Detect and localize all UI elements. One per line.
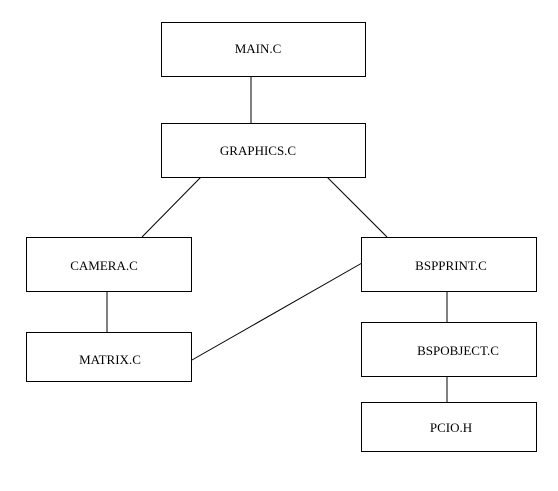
node-bspprint-label: BSPPRINT.C <box>415 258 487 273</box>
node-main: MAIN.C <box>161 22 366 77</box>
node-camera: CAMERA.C <box>26 237 192 292</box>
node-graphics: GRAPHICS.C <box>161 123 366 178</box>
edge-graphics-camera <box>141 176 202 238</box>
node-pcio: PCIO.H <box>361 402 537 452</box>
node-bspobject-label: BSPOBJECT.C <box>417 343 499 358</box>
edge-bspprint-matrix <box>191 262 363 361</box>
node-main-label: MAIN.C <box>235 41 282 56</box>
node-bspprint: BSPPRINT.C <box>361 237 537 292</box>
node-matrix-label: MATRIX.C <box>79 352 141 367</box>
node-bspobject: BSPOBJECT.C <box>361 322 537 377</box>
node-camera-label: CAMERA.C <box>70 258 138 273</box>
node-graphics-label: GRAPHICS.C <box>220 143 296 158</box>
node-pcio-label: PCIO.H <box>430 420 472 435</box>
node-matrix: MATRIX.C <box>26 332 192 382</box>
edge-graphics-bspprint <box>326 176 388 238</box>
